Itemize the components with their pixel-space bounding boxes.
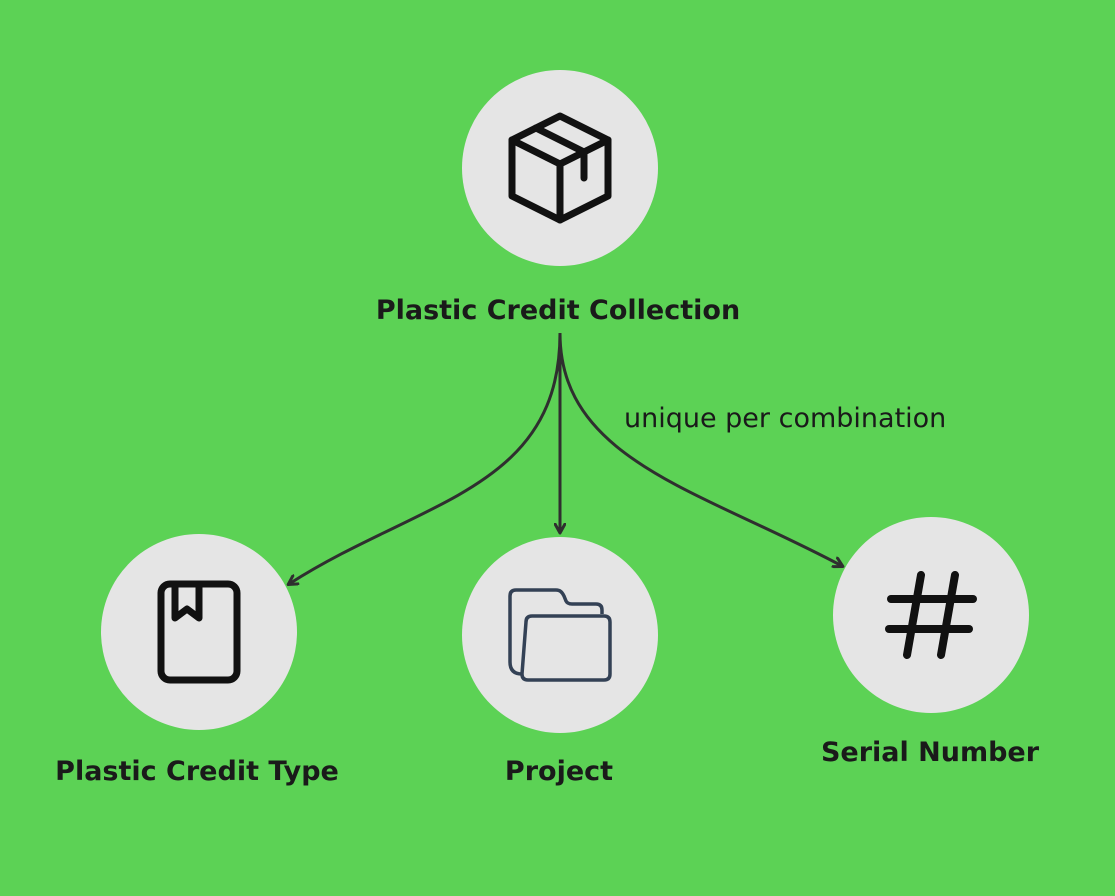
package-box-icon [508,112,612,224]
edge-to-serial-number [558,332,842,566]
bookmark-book-icon [157,580,241,684]
plastic-credit-type-node-circle [101,534,297,730]
plastic-credit-type-node-label: Plastic Credit Type [55,756,339,787]
root-node-circle [462,70,658,266]
project-node-circle [462,537,658,733]
root-node-label: Plastic Credit Collection [375,295,741,326]
edge-to-plastic-credit-type [289,332,562,584]
serial-number-node-circle [833,517,1029,713]
project-node-label: Project [504,756,614,787]
hash-icon [885,571,977,659]
serial-number-node-label: Serial Number [820,737,1040,768]
folders-icon [508,588,612,682]
edge-label: unique per combination [624,403,947,434]
